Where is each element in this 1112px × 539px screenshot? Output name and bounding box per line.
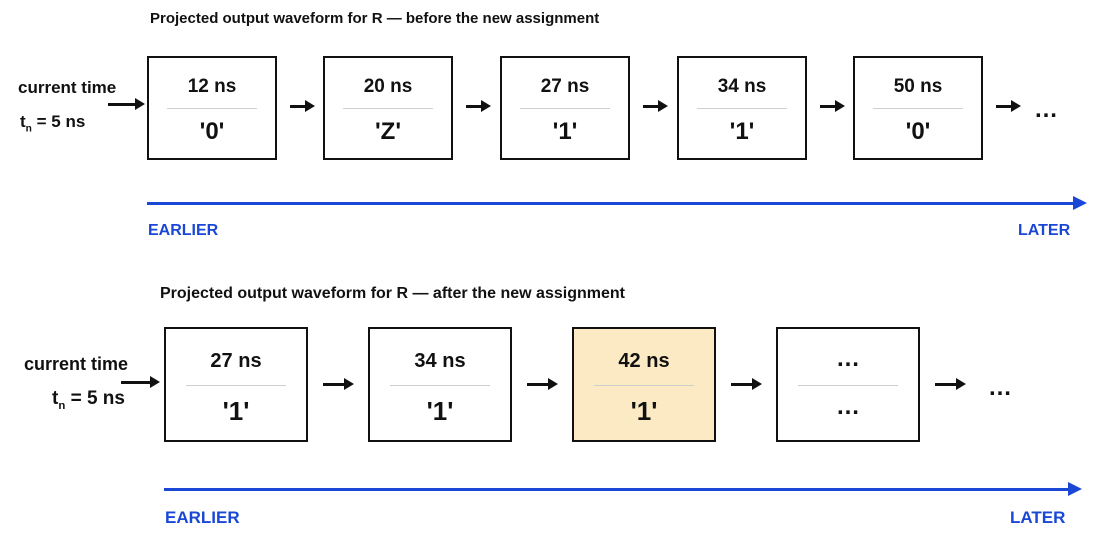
slot-value: '0': [199, 118, 225, 145]
before-current-time-arrow: [108, 98, 145, 110]
slot-separator: [186, 385, 286, 386]
before-earlier-label: EARLIER: [148, 222, 219, 239]
after-timeline-arrow: [164, 482, 1082, 496]
slot-separator: [390, 385, 490, 386]
after-link-arrow-2: [731, 378, 762, 390]
after-more-ellipsis: …: [988, 374, 1013, 401]
before-link-arrow-2: [643, 100, 668, 112]
slot-separator: [343, 108, 433, 109]
before-slot-1: 20 ns 'Z': [323, 56, 453, 160]
before-slot-4: 50 ns '0': [853, 56, 983, 160]
after-earlier-label: EARLIER: [165, 508, 240, 527]
slot-value: '1': [552, 118, 578, 145]
slot-time: 34 ns: [414, 350, 466, 372]
before-timeline-arrow: [147, 196, 1087, 210]
before-panel: Projected output waveform for R — before…: [0, 0, 1112, 260]
after-slot-0: 27 ns '1': [164, 327, 308, 442]
slot-value: '1': [729, 118, 755, 145]
slot-value: 'Z': [374, 118, 402, 145]
after-slot-1: 34 ns '1': [368, 327, 512, 442]
slot-time: 50 ns: [893, 76, 943, 97]
slot-separator: [798, 385, 898, 386]
before-tn-label: tn = 5 ns: [20, 112, 86, 135]
slot-value: …: [836, 393, 860, 420]
slot-separator: [167, 108, 257, 109]
after-slot-3: … …: [776, 327, 920, 442]
after-slot-2-new-assignment: 42 ns '1': [572, 327, 716, 442]
slot-value: '1': [630, 396, 658, 426]
before-slot-3: 34 ns '1': [677, 56, 807, 160]
slot-separator: [873, 108, 963, 109]
before-current-time-label: current time: [18, 78, 117, 97]
slot-time: …: [836, 345, 860, 372]
slot-separator: [520, 108, 610, 109]
before-slot-0: 12 ns '0': [147, 56, 277, 160]
slot-time: 20 ns: [363, 76, 413, 97]
before-later-label: LATER: [1018, 222, 1071, 239]
after-title: Projected output waveform for R — after …: [160, 285, 625, 302]
slot-time: 27 ns: [540, 76, 590, 97]
before-more-ellipsis: …: [1034, 96, 1059, 123]
slot-time: 42 ns: [618, 350, 670, 372]
slot-time: 27 ns: [210, 350, 262, 372]
slot-value: '1': [426, 396, 454, 426]
slot-value: '1': [222, 396, 250, 426]
after-panel: Projected output waveform for R — after …: [0, 270, 1112, 539]
after-later-label: LATER: [1010, 508, 1066, 527]
after-link-arrow-3: [935, 378, 966, 390]
before-link-arrow-4: [996, 100, 1021, 112]
slot-time: 12 ns: [187, 76, 237, 97]
after-current-time-arrow: [121, 376, 160, 388]
slot-separator: [594, 385, 694, 386]
after-link-arrow-1: [527, 378, 558, 390]
before-link-arrow-0: [290, 100, 315, 112]
after-tn-label: tn = 5 ns: [52, 388, 125, 412]
before-link-arrow-3: [820, 100, 845, 112]
before-title: Projected output waveform for R — before…: [150, 10, 600, 27]
slot-value: '0': [905, 118, 931, 145]
after-link-arrow-0: [323, 378, 354, 390]
slot-separator: [697, 108, 787, 109]
after-current-time-label: current time: [24, 354, 129, 374]
slot-time: 34 ns: [717, 76, 767, 97]
before-slot-2: 27 ns '1': [500, 56, 630, 160]
before-link-arrow-1: [466, 100, 491, 112]
